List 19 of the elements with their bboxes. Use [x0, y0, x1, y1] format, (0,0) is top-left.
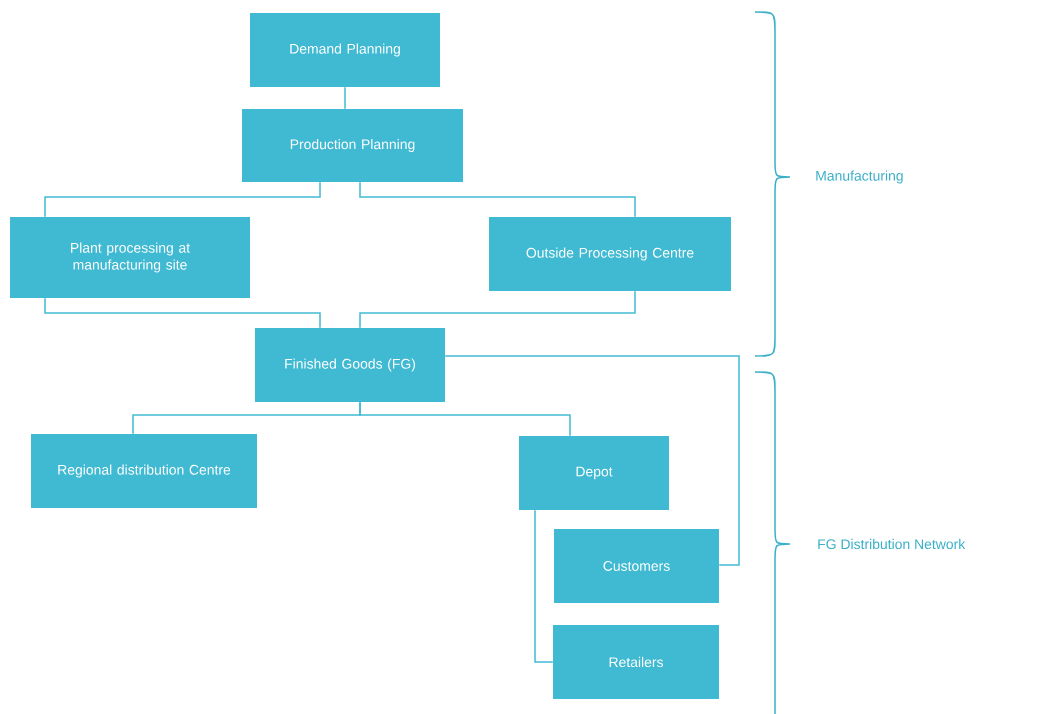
process-box: Finished Goods (FG): [255, 328, 445, 402]
process-box: Plant processing at manufacturing site: [10, 217, 250, 298]
process-box: Depot: [519, 436, 669, 510]
process-box: Demand Planning: [250, 13, 440, 87]
process-box: Customers: [554, 529, 719, 603]
connector-line: [359, 401, 571, 437]
brace-label: FG Distribution Network: [818, 538, 966, 550]
connector-line: [44, 181, 321, 218]
connector-line: [534, 509, 554, 663]
process-box: Outside Processing Centre: [489, 217, 731, 291]
process-box: Regional distribution Centre: [31, 434, 257, 508]
connector-line: [444, 355, 740, 566]
connector-line: [344, 86, 346, 110]
process-box: Retailers: [553, 625, 719, 699]
connector-line: [359, 290, 636, 329]
connector-line: [359, 181, 636, 218]
brace-label: Manufacturing: [816, 170, 903, 184]
connector-line: [44, 297, 321, 329]
process-box: Production Planning: [242, 109, 463, 182]
